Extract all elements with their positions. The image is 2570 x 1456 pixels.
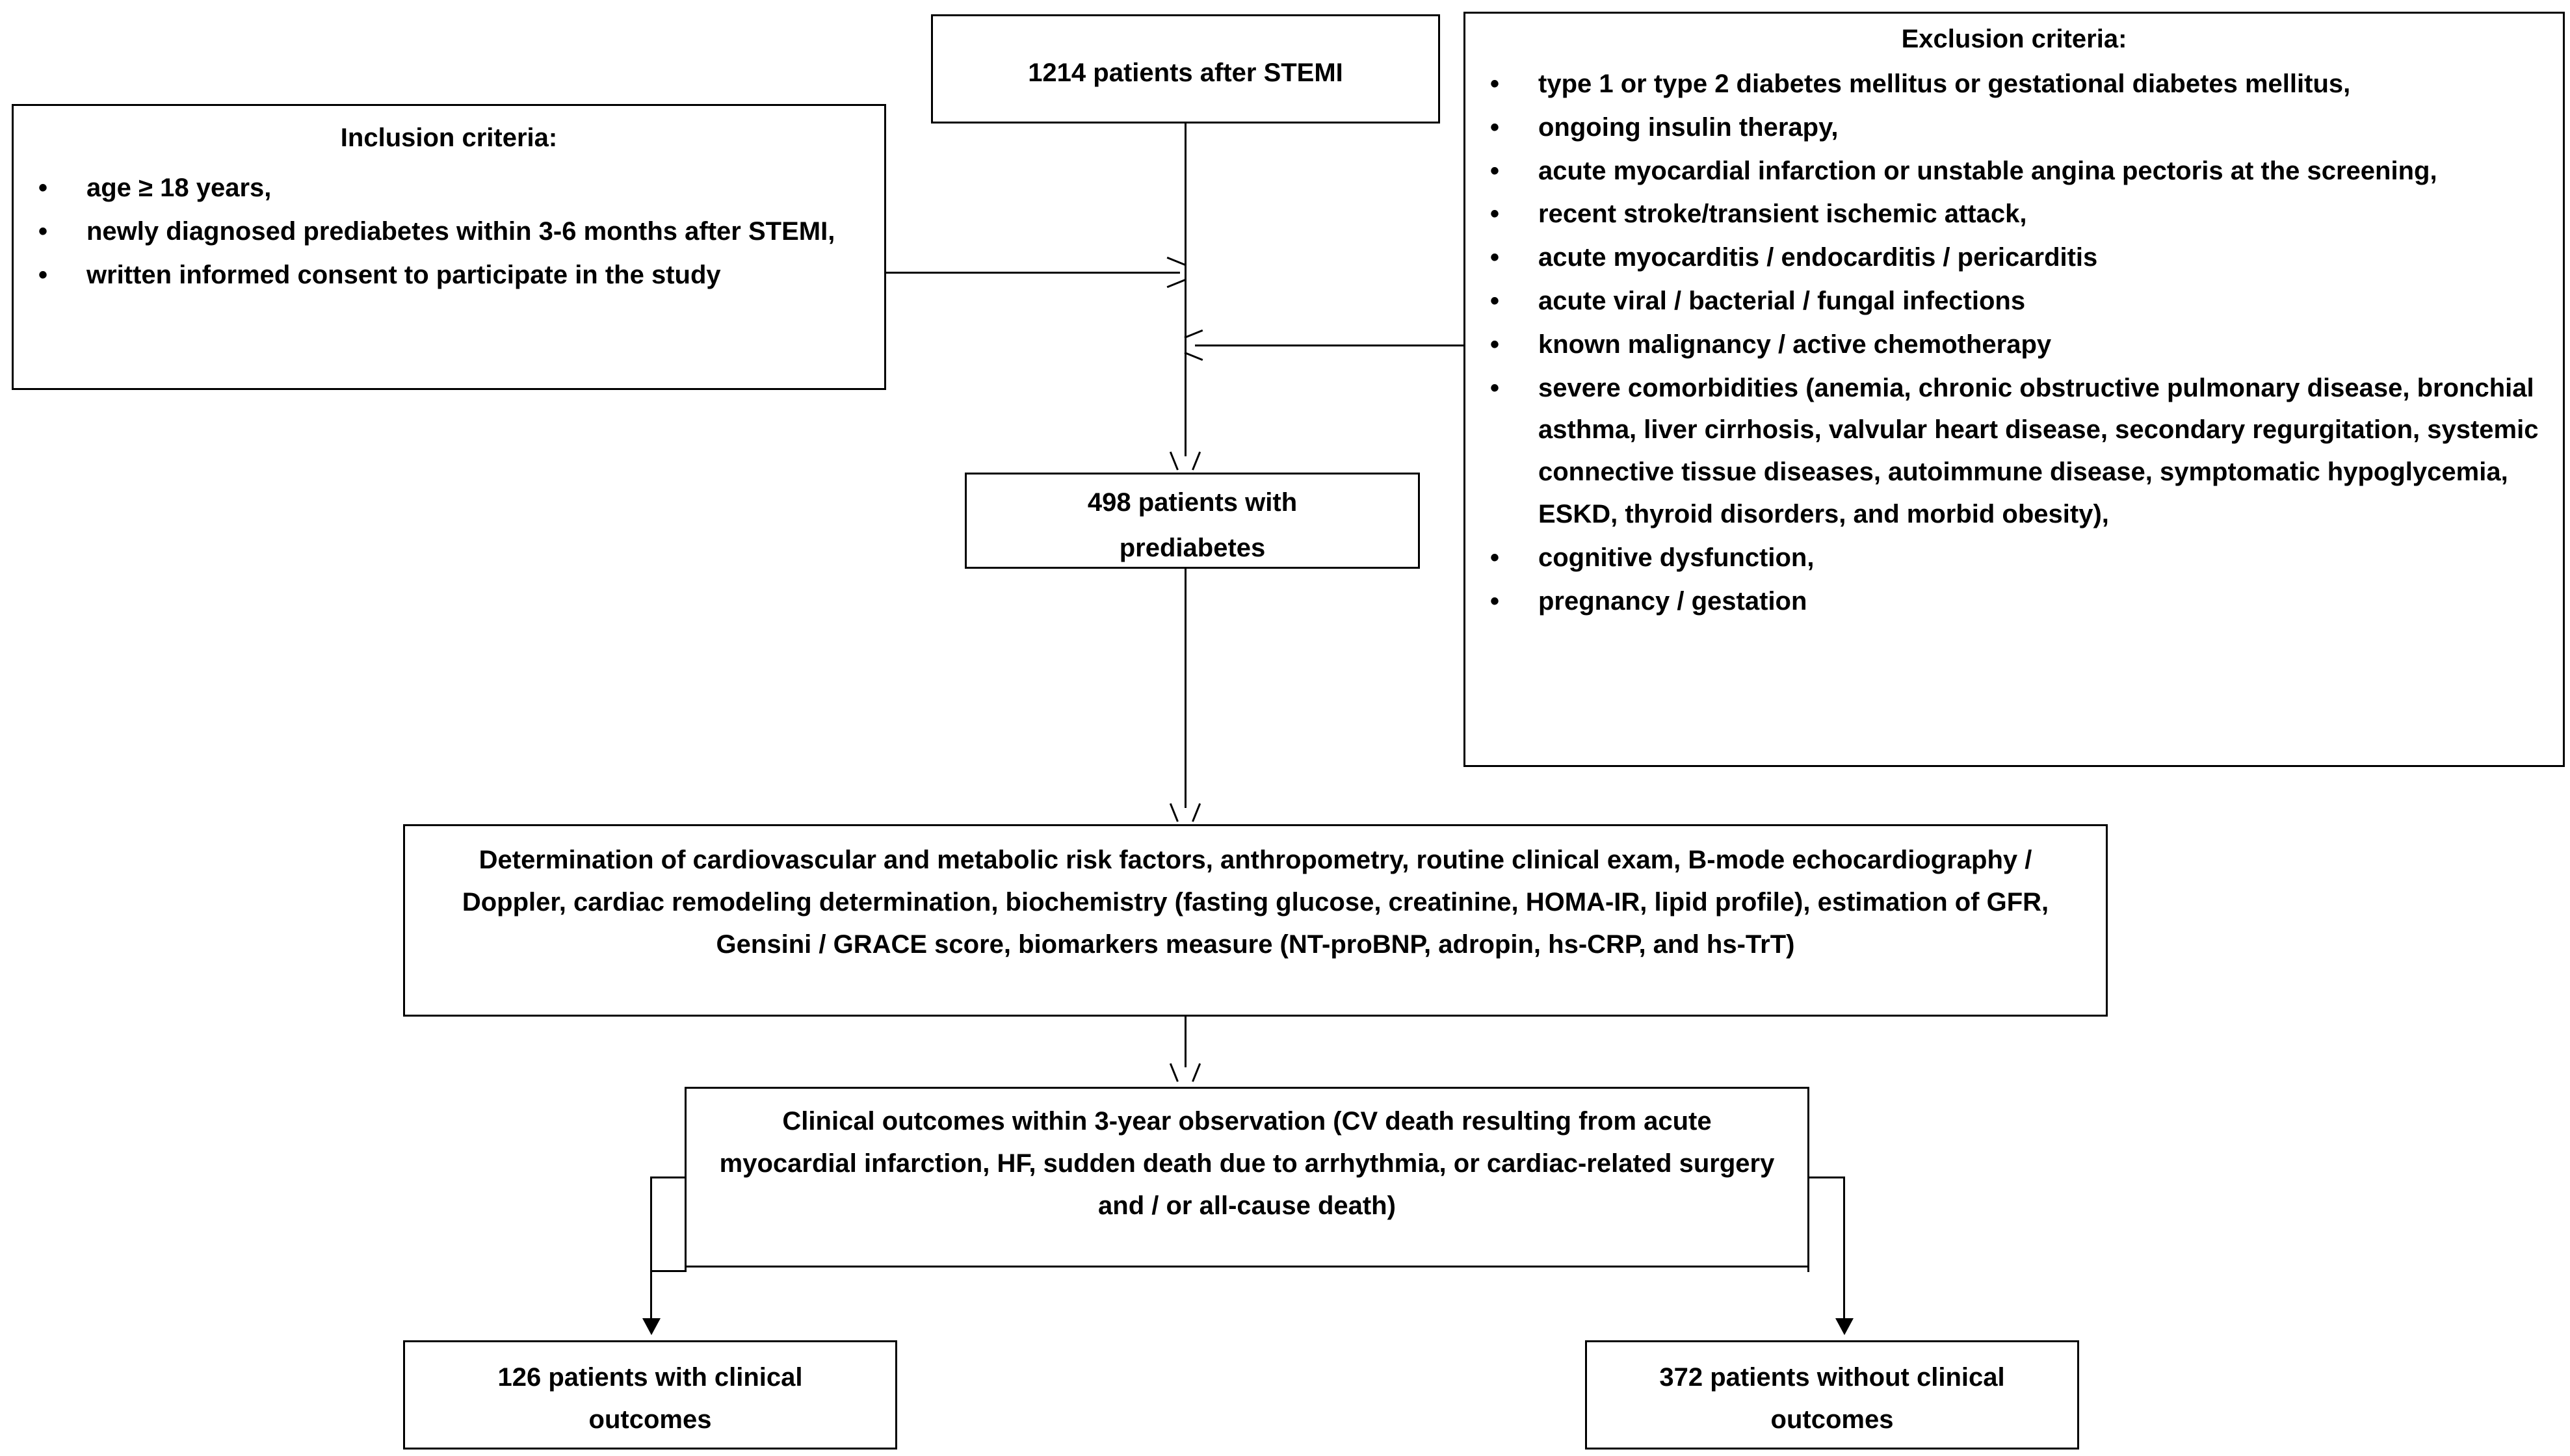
bullet-icon: • — [1490, 373, 1500, 402]
exclusion-title: Exclusion criteria: — [1901, 25, 2127, 53]
inclusion-item: • written informed consent to participat… — [14, 254, 884, 296]
exclusion-item-text: acute myocarditis / endocarditis / peric… — [1538, 243, 2098, 272]
bullet-icon: • — [1490, 70, 1500, 98]
node-inclusion-criteria: Inclusion criteria: • age ≥ 18 years, • … — [12, 104, 886, 390]
arrowhead-down-determination — [1177, 802, 1194, 819]
connector-outcomes-right-branch-top — [1807, 1176, 1845, 1178]
exclusion-item: • known malignancy / active chemotherapy — [1465, 324, 2563, 366]
bullet-icon: • — [1490, 286, 1500, 315]
inclusion-item: • age ≥ 18 years, — [14, 167, 884, 209]
bullet-icon: • — [1490, 243, 1500, 272]
node-without-outcomes-label: 372 patients without clinical outcomes — [1659, 1363, 2005, 1434]
exclusion-item: • acute myocardial infarction or unstabl… — [1465, 150, 2563, 192]
node-clinical-outcomes: Clinical outcomes within 3-year observat… — [685, 1087, 1809, 1268]
inclusion-title: Inclusion criteria: — [340, 124, 558, 152]
exclusion-item: • ongoing insulin therapy, — [1465, 107, 2563, 149]
node-stemi: 1214 patients after STEMI — [931, 14, 1440, 124]
connector-outcomes-left-branch-top — [650, 1176, 687, 1178]
inclusion-item: • newly diagnosed prediabetes within 3-6… — [14, 211, 884, 253]
exclusion-item-text: type 1 or type 2 diabetes mellitus or ge… — [1538, 70, 2351, 98]
exclusion-item: • acute myocarditis / endocarditis / per… — [1465, 237, 2563, 279]
node-determination: Determination of cardiovascular and meta… — [403, 824, 2108, 1017]
exclusion-item-text: ongoing insulin therapy, — [1538, 112, 1839, 142]
bullet-icon: • — [38, 174, 48, 202]
bullet-icon: • — [1490, 156, 1500, 185]
exclusion-item-text: acute viral / bacterial / fungal infecti… — [1538, 286, 2026, 315]
inclusion-item-text: written informed consent to participate … — [86, 260, 721, 289]
connector-inclusion-to-spine — [886, 272, 1180, 274]
exclusion-item-text: known malignancy / active chemotherapy — [1538, 330, 2052, 359]
bullet-icon: • — [1490, 586, 1500, 616]
node-without-outcomes: 372 patients without clinical outcomes — [1585, 1340, 2079, 1450]
node-exclusion-criteria: Exclusion criteria: • type 1 or type 2 d… — [1463, 12, 2565, 767]
arrowhead-down-with-outcomes — [642, 1318, 661, 1335]
node-determination-label: Determination of cardiovascular and meta… — [462, 846, 2049, 959]
arrowhead-left-exclusion — [1187, 337, 1204, 354]
connector-right-branch-down — [1843, 1176, 1845, 1321]
arrowhead-right-inclusion — [1166, 264, 1183, 281]
exclusion-item: • cognitive dysfunction, — [1465, 537, 2563, 579]
inclusion-item-text: age ≥ 18 years, — [86, 174, 272, 202]
node-prediabetes-label: 498 patients with prediabetes — [1087, 488, 1298, 562]
exclusion-item-text: recent stroke/transient ischemic attack, — [1538, 200, 2027, 229]
exclusion-item-text: severe comorbidities (anemia, chronic ob… — [1538, 373, 2539, 528]
inclusion-list: • age ≥ 18 years, • newly diagnosed pred… — [14, 167, 884, 296]
exclusion-item-text: acute myocardial infarction or unstable … — [1538, 156, 2437, 185]
node-with-outcomes-label: 126 patients with clinical outcomes — [497, 1363, 803, 1434]
node-clinical-outcomes-label: Clinical outcomes within 3-year observat… — [719, 1107, 1775, 1220]
connector-left-branch-down — [650, 1176, 652, 1321]
bullet-icon: • — [1490, 543, 1500, 572]
exclusion-item: • pregnancy / gestation — [1465, 580, 2563, 623]
arrowhead-down-prediabetes — [1177, 450, 1194, 467]
node-prediabetes: 498 patients with prediabetes — [965, 473, 1420, 569]
bullet-icon: • — [38, 216, 48, 246]
bullet-icon: • — [1490, 200, 1500, 229]
exclusion-item-text: pregnancy / gestation — [1538, 586, 1807, 616]
connector-outcomes-left-branch-h — [650, 1270, 687, 1272]
exclusion-item: • severe comorbidities (anemia, chronic … — [1465, 367, 2563, 536]
exclusion-item-text: cognitive dysfunction, — [1538, 543, 1815, 572]
inclusion-item-text: newly diagnosed prediabetes within 3-6 m… — [86, 216, 835, 246]
connector-stemi-to-prediabetes — [1185, 124, 1187, 456]
connector-prediabetes-to-determination — [1185, 569, 1187, 808]
node-with-outcomes: 126 patients with clinical outcomes — [403, 1340, 897, 1450]
bullet-icon: • — [38, 260, 48, 289]
arrowhead-down-outcomes — [1177, 1062, 1194, 1079]
node-stemi-label: 1214 patients after STEMI — [1028, 58, 1343, 87]
connector-outcomes-right-branch-v-up — [1807, 1176, 1809, 1272]
exclusion-item: • type 1 or type 2 diabetes mellitus or … — [1465, 63, 2563, 105]
exclusion-item: • acute viral / bacterial / fungal infec… — [1465, 280, 2563, 322]
exclusion-list: • type 1 or type 2 diabetes mellitus or … — [1465, 63, 2563, 622]
bullet-icon: • — [1490, 330, 1500, 359]
connector-outcomes-left-branch-v-up — [685, 1176, 687, 1272]
bullet-icon: • — [1490, 112, 1500, 142]
exclusion-item: • recent stroke/transient ischemic attac… — [1465, 193, 2563, 235]
arrowhead-down-without-outcomes — [1835, 1318, 1854, 1335]
connector-exclusion-to-spine — [1195, 344, 1463, 346]
connector-determination-to-outcomes — [1185, 1017, 1187, 1067]
